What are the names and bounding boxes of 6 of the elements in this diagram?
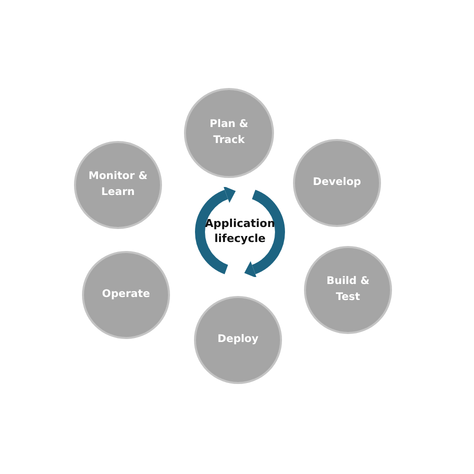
stage-label: Develop (312, 175, 362, 190)
stage-label: Build & Test (325, 274, 370, 305)
stage-label: Plan & Track (208, 117, 250, 148)
stage-label: Operate (102, 287, 150, 302)
stage-label: Deploy (217, 332, 258, 348)
stage-label: Monitor & Learn (88, 169, 148, 200)
